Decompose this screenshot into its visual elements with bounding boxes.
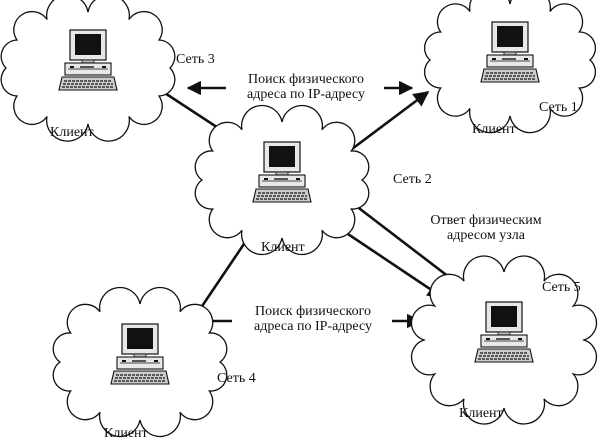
network-label-net5: Сеть 5 — [542, 280, 581, 295]
network-label-net4: Сеть 4 — [217, 371, 256, 386]
network-label-net1: Сеть 1 — [539, 100, 578, 115]
annotation-search-top-line1: Поиск физического — [247, 72, 364, 87]
client-label-net2: Клиент — [261, 240, 305, 255]
client-label-net3: Клиент — [50, 125, 94, 140]
annotation-search-bottom-line1: Поиск физического — [254, 304, 371, 319]
annotation-search-top: Поиск физического адреса по IP-адресу — [228, 72, 384, 102]
annotation-reply-line2: адресом узла — [447, 228, 525, 243]
annotation-reply-line1: Ответ физическим — [430, 213, 542, 228]
client-label-net4: Клиент — [104, 426, 148, 441]
annotation-search-top-line2: адреса по IP-адресу — [246, 87, 366, 102]
annotation-search-bottom: Поиск физического адреса по IP-адресу — [234, 304, 392, 334]
client-label-net1: Клиент — [472, 122, 516, 137]
network-label-net3: Сеть 3 — [176, 52, 215, 67]
network-node-net1 — [423, 0, 597, 134]
edges — [146, 80, 467, 329]
arrow-net2-to-net1 — [347, 90, 430, 154]
network-label-net2: Сеть 2 — [393, 172, 432, 187]
network-node-net4 — [52, 286, 228, 438]
annotation-reply: Ответ физическим адресом узла — [416, 213, 556, 243]
network-node-net5 — [410, 255, 598, 425]
network-node-net3 — [0, 0, 176, 142]
client-label-net5: Клиент — [459, 406, 503, 421]
arrow-net2-to-net5 — [329, 220, 444, 299]
network-node-net2 — [194, 104, 370, 256]
annotation-search-bottom-line2: адреса по IP-адресу — [253, 319, 373, 334]
